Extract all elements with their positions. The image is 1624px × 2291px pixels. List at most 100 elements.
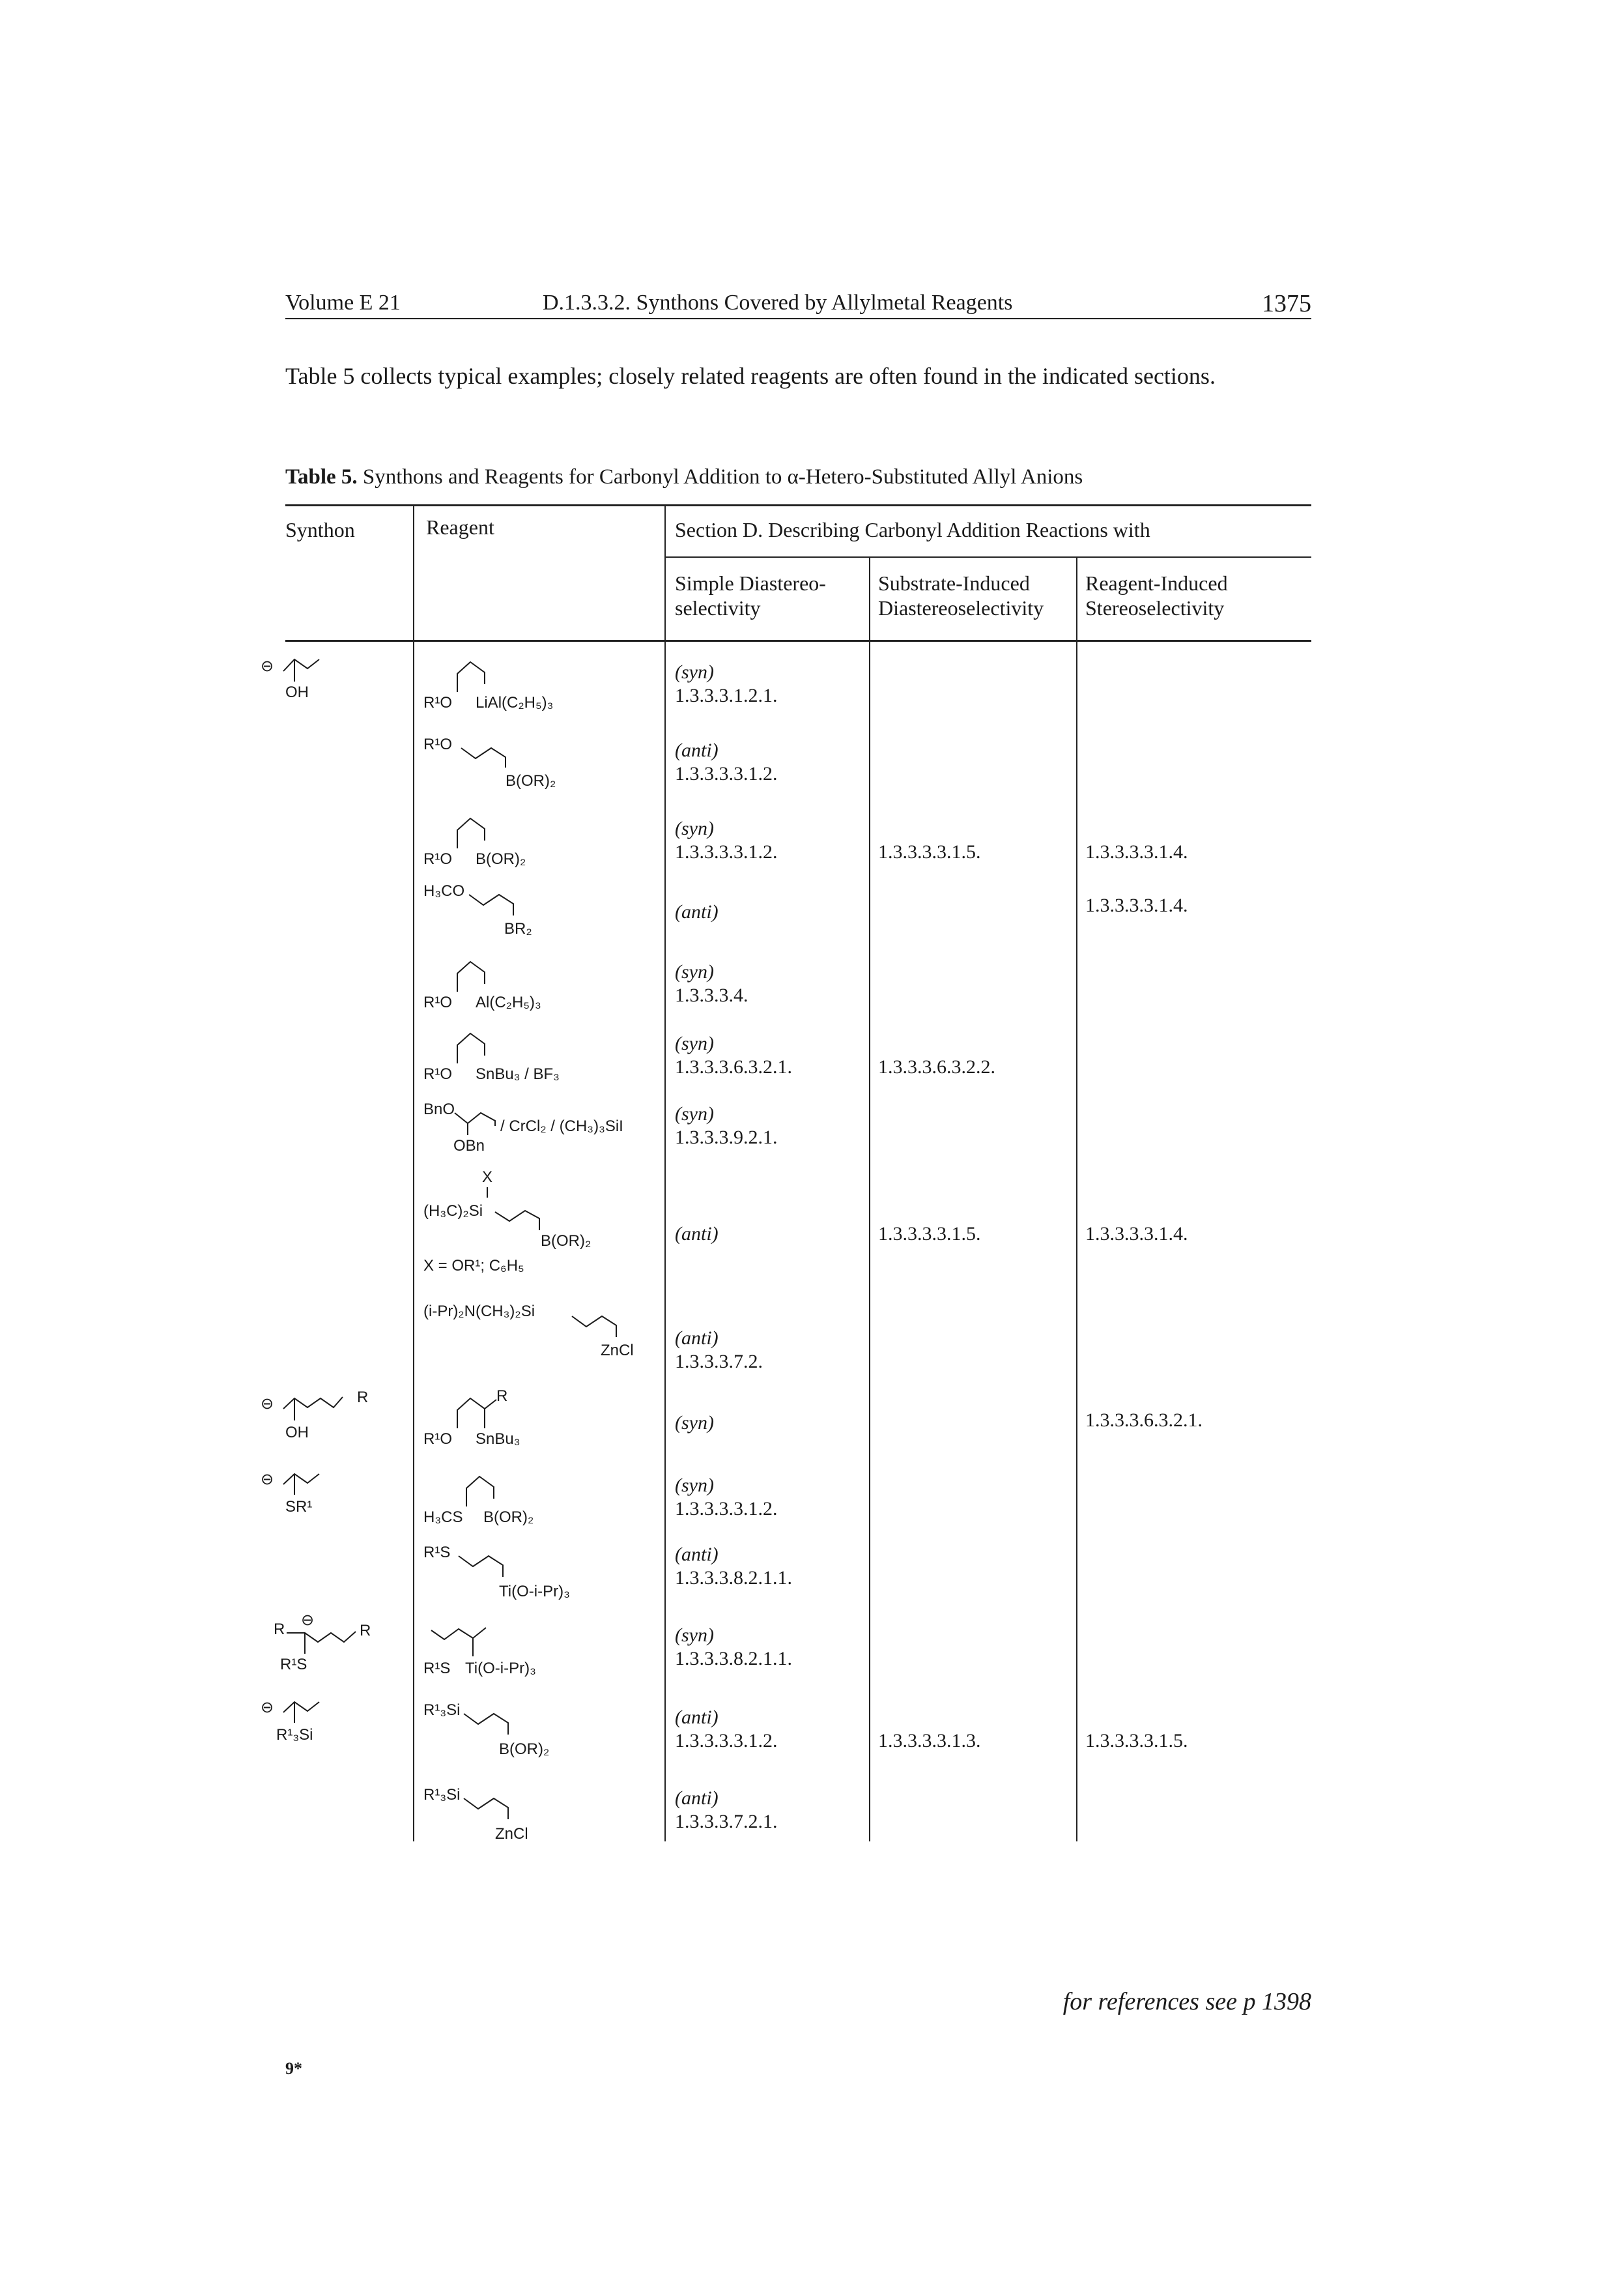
synthon-4-label: R¹S — [280, 1656, 307, 1673]
reagent-14-part-a: R¹₃Si — [423, 1701, 460, 1719]
reagent-7-part-a: BnO — [423, 1101, 455, 1118]
reagent-10-part-a: R¹O — [423, 1430, 452, 1448]
row14-reagent-induced: 1.3.3.3.3.1.5. — [1085, 1730, 1188, 1751]
reagent-6-bonds — [457, 1032, 485, 1063]
reagent-8-part-a: X — [482, 1168, 492, 1186]
reagent-1-part-b: LiAl(C₂H₅)₃ — [476, 694, 553, 712]
reagent-10-bonds — [457, 1397, 497, 1428]
synthon-5-charge: ⊖ — [261, 1699, 274, 1716]
synthon-2-structure: ⊖ R OH — [261, 1388, 391, 1453]
header-section-group: Section D. Describing Carbonyl Addition … — [675, 518, 1150, 541]
reagent-13-bonds — [431, 1627, 487, 1641]
reagent-12-part-b: Ti(O-i-Pr)₃ — [499, 1583, 570, 1600]
header-substrate: Substrate-Induced Diastereoselectivity — [878, 571, 1044, 620]
reagent-15-part-b: ZnCl — [495, 1825, 528, 1843]
synthon-1-structure: ⊖ OH — [261, 652, 378, 717]
col-divider-1 — [413, 506, 414, 1841]
synthon-3-structure: ⊖ SR¹ — [261, 1466, 378, 1531]
running-header: Volume E 21 D.1.3.3.2. Synthons Covered … — [285, 287, 1311, 319]
synthon-3-label: SR¹ — [285, 1498, 312, 1516]
col-divider-4 — [1076, 558, 1077, 1841]
row14-simple-sel: (anti) — [675, 1707, 719, 1728]
reagent-10-r: R — [496, 1387, 507, 1405]
synthon-1-chain — [283, 658, 320, 672]
reagent-8-note: X = OR¹; C₆H₅ — [423, 1257, 524, 1275]
reagent-2-bonds — [461, 747, 506, 768]
table-caption: Table 5. Synthons and Reagents for Carbo… — [285, 465, 1311, 489]
row13-simple-sec: 1.3.3.3.8.2.1.1. — [675, 1648, 792, 1669]
synthon-3-chain — [283, 1473, 320, 1485]
reagent-3-part-a: R¹O — [423, 850, 452, 868]
section-header-rule — [666, 556, 1311, 558]
row11-simple-sec: 1.3.3.3.3.1.2. — [675, 1498, 778, 1520]
reagent-11-structure: H₃CS B(OR)₂ — [423, 1466, 658, 1531]
row14-simple-sec: 1.3.3.3.3.1.2. — [675, 1730, 778, 1751]
row12-simple-sec: 1.3.3.3.8.2.1.1. — [675, 1567, 792, 1589]
row6-substrate: 1.3.3.3.6.3.2.2. — [878, 1056, 995, 1078]
header-synthon: Synthon — [285, 518, 355, 541]
row3-simple-sec: 1.3.3.3.3.1.2. — [675, 841, 778, 863]
reagent-2-structure: R¹O B(OR)₂ — [423, 730, 658, 795]
reagent-1-part-a: R¹O — [423, 694, 452, 712]
reagent-9-structure: (i-Pr)₂N(CH₃)₂Si ZnCl — [423, 1297, 658, 1375]
synthon-5-chain — [283, 1701, 320, 1713]
header-reagent-induced: Reagent-Induced Stereoselectivity — [1085, 571, 1228, 620]
reagent-11-part-a: H₃CS — [423, 1508, 463, 1526]
table-top-rule — [285, 504, 1311, 506]
header-reagent: Reagent — [426, 515, 494, 539]
reagent-10-part-b: SnBu₃ — [476, 1430, 520, 1448]
reagent-13-part-b: Ti(O-i-Pr)₃ — [465, 1660, 536, 1677]
reagent-1-structure: R¹O LiAl(C₂H₅)₃ — [423, 652, 658, 717]
row1-simple-sec: 1.3.3.3.1.2.1. — [675, 685, 778, 706]
section-title: D.1.3.3.2. Synthons Covered by Allylmeta… — [543, 291, 1013, 315]
reagent-9-part-b: ZnCl — [601, 1342, 634, 1359]
row3-reagent-induced: 1.3.3.3.3.1.4. — [1085, 841, 1188, 863]
synthon-4-r-right: R — [360, 1622, 371, 1639]
reagent-14-structure: R¹₃Si B(OR)₂ — [423, 1694, 658, 1766]
page-number: 1375 — [1262, 290, 1311, 317]
row8-substrate: 1.3.3.3.3.1.5. — [878, 1223, 981, 1245]
row11-simple-sel: (syn) — [675, 1475, 714, 1496]
row4-simple-sel: (anti) — [675, 901, 719, 923]
row15-simple-sel: (anti) — [675, 1787, 719, 1809]
row9-simple-sec: 1.3.3.3.7.2. — [675, 1351, 763, 1372]
reagent-8-bonds — [494, 1209, 540, 1230]
table-caption-text: Synthons and Reagents for Carbonyl Addit… — [357, 465, 1083, 489]
reagent-7-part-c: OBn — [453, 1137, 485, 1155]
reagent-13-structure: R¹S Ti(O-i-Pr)₃ — [423, 1616, 658, 1688]
intro-paragraph: Table 5 collects typical examples; close… — [285, 363, 1216, 389]
reagent-15-structure: R¹₃Si ZnCl — [423, 1779, 658, 1851]
synthon-4-chain — [287, 1631, 356, 1643]
volume-label: Volume E 21 — [285, 291, 401, 315]
row14-substrate: 1.3.3.3.3.1.3. — [878, 1730, 981, 1751]
reagent-10-structure: R R¹O SnBu₃ — [423, 1387, 658, 1453]
reagent-7-part-b: / CrCl₂ / (CH₃)₃SiI — [500, 1117, 623, 1135]
row1-simple-sel: (syn) — [675, 661, 714, 683]
row2-simple-sec: 1.3.3.3.3.1.2. — [675, 763, 778, 785]
row15-simple-sec: 1.3.3.3.7.2.1. — [675, 1811, 778, 1832]
row2-simple-sel: (anti) — [675, 740, 719, 761]
row8-reagent-induced: 1.3.3.3.3.1.4. — [1085, 1223, 1188, 1245]
row4-reagent-induced: 1.3.3.3.3.1.4. — [1085, 895, 1188, 916]
reagent-14-part-b: B(OR)₂ — [499, 1740, 549, 1758]
reagent-2-part-b: B(OR)₂ — [506, 772, 556, 790]
synthon-3-charge: ⊖ — [261, 1471, 274, 1488]
reagent-15-bonds — [463, 1797, 509, 1819]
row5-simple-sel: (syn) — [675, 961, 714, 983]
row5-simple-sec: 1.3.3.3.4. — [675, 985, 748, 1006]
reagent-7-bonds — [454, 1112, 496, 1126]
row6-simple-sec: 1.3.3.3.6.3.2.1. — [675, 1056, 792, 1078]
synthon-5-label: R¹₃Si — [276, 1726, 313, 1744]
synthon-2-chain — [283, 1396, 343, 1409]
reagent-3-structure: R¹O B(OR)₂ — [423, 808, 658, 873]
row3-substrate: 1.3.3.3.3.1.5. — [878, 841, 981, 863]
row12-simple-sel: (anti) — [675, 1544, 719, 1565]
reagent-4-structure: H₃CO BR₂ — [423, 876, 658, 948]
reagent-4-bonds — [468, 893, 514, 915]
synthon-4-charge: ⊖ — [301, 1611, 314, 1629]
reagent-8-part-c: B(OR)₂ — [541, 1232, 591, 1250]
signature-mark: 9* — [285, 2059, 302, 2078]
reagent-13-part-a: R¹S — [423, 1660, 450, 1677]
synthon-2-r: R — [357, 1389, 368, 1406]
reagent-12-part-a: R¹S — [423, 1544, 450, 1561]
